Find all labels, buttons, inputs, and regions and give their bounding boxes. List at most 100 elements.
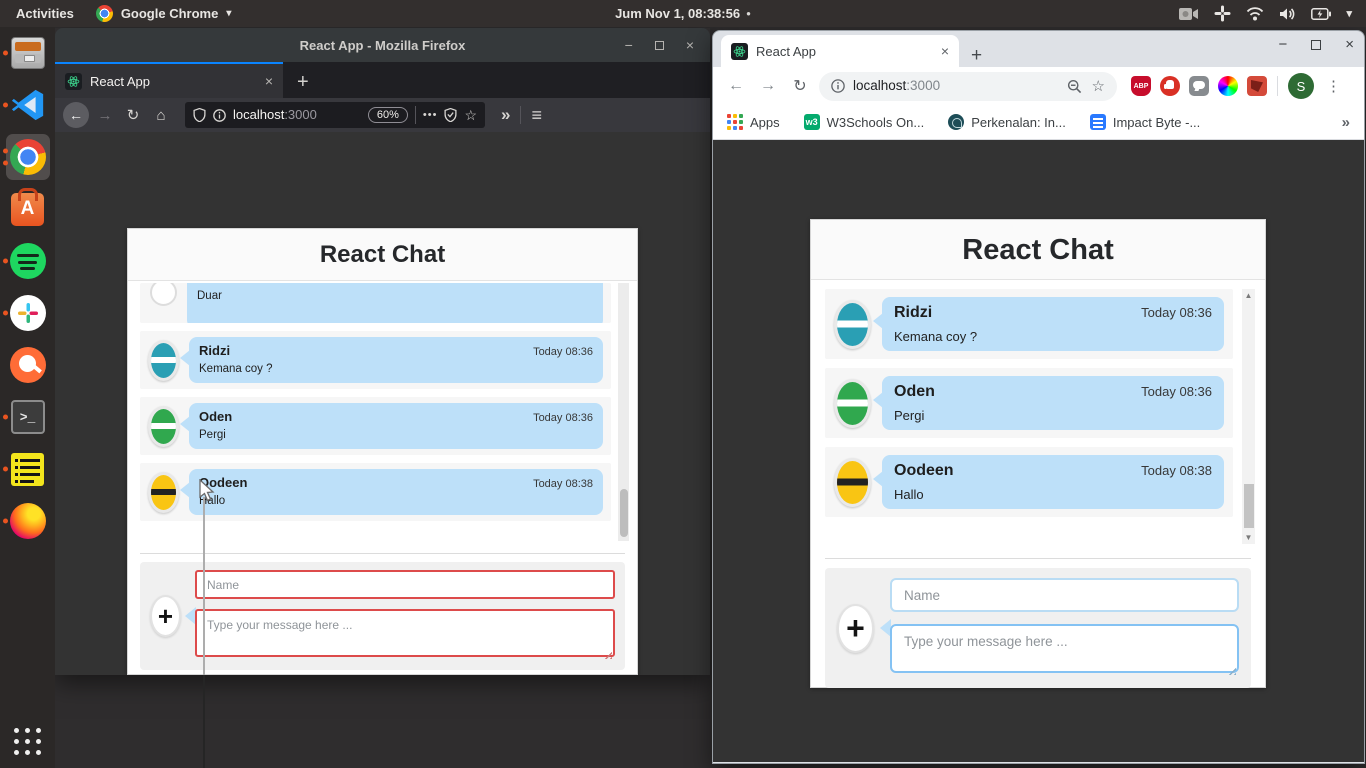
wifi-icon[interactable] (1246, 7, 1264, 21)
sender-name: Ridzi (199, 343, 230, 358)
profile-avatar[interactable]: S (1288, 73, 1314, 99)
bookmark-impact-byte[interactable]: Impact Byte -... (1090, 114, 1200, 130)
message-list[interactable]: RidziToday 08:36 Kemana coy ? OdenToday … (811, 280, 1265, 553)
firefox-titlebar[interactable]: React App - Mozilla Firefox − × (55, 28, 710, 62)
screen-record-icon[interactable] (1179, 7, 1199, 21)
forward-button[interactable]: → (93, 107, 117, 124)
scroll-down-icon[interactable]: ▼ (1242, 533, 1255, 542)
maximize-button[interactable] (655, 41, 664, 50)
url-bar[interactable]: localhost:3000 ☆ (819, 72, 1117, 101)
divider (520, 106, 521, 124)
line-extension-icon[interactable] (1189, 76, 1209, 96)
slack-tray-icon[interactable] (1214, 5, 1231, 22)
site-info-icon[interactable] (213, 109, 226, 122)
dock-item-ubuntu-software[interactable]: A (0, 183, 55, 235)
dock-item-slack[interactable] (0, 287, 55, 339)
tab-react-app[interactable]: React App × (55, 62, 283, 98)
avatar-stripe (837, 479, 868, 486)
message-row-partial: Duar (140, 283, 611, 323)
avatar (148, 406, 179, 447)
avatar (834, 458, 871, 507)
tab-close-button[interactable]: × (265, 73, 273, 89)
running-dot (3, 161, 8, 166)
zoom-level-badge[interactable]: 60% (368, 107, 408, 123)
new-tab-button[interactable]: + (283, 66, 323, 98)
react-chat-card: React Chat RidziToday 08:36 Kemana coy ?… (810, 219, 1266, 688)
bookmark-apps[interactable]: Apps (727, 114, 780, 130)
dock-item-firefox[interactable] (0, 495, 55, 547)
avatar-stripe (837, 400, 868, 407)
message-input[interactable] (195, 609, 615, 657)
overflow-menu-icon[interactable]: » (501, 105, 510, 125)
battery-icon[interactable] (1311, 8, 1331, 20)
bookmarks-overflow-icon[interactable]: » (1342, 114, 1350, 131)
ubuntu-top-bar: Activities Google Chrome ▾ Jum Nov 1, 08… (0, 0, 1366, 27)
site-info-icon[interactable] (831, 79, 845, 93)
timestamp: Today 08:36 (533, 346, 593, 358)
avatar (834, 379, 871, 428)
red-extension-icon[interactable] (1247, 76, 1267, 96)
scrollbar[interactable]: ▲ ▼ (1242, 289, 1255, 544)
url-bar[interactable]: localhost:3000 60% ••• ☆ (185, 102, 485, 128)
dock-item-vscode[interactable] (0, 79, 55, 131)
bookmark-star-icon[interactable]: ☆ (464, 107, 477, 124)
page-actions-icon[interactable]: ••• (423, 109, 438, 121)
name-input[interactable] (890, 578, 1239, 612)
tab-close-button[interactable]: × (941, 43, 949, 59)
hamburger-menu-icon[interactable]: ≡ (531, 105, 542, 126)
tab-react-app[interactable]: React App × (721, 35, 959, 67)
activities-button[interactable]: Activities (16, 6, 74, 21)
scrollbar[interactable] (618, 283, 629, 541)
close-button[interactable]: × (686, 38, 694, 52)
volume-icon[interactable] (1279, 7, 1296, 21)
shield-icon[interactable] (193, 108, 206, 122)
dock-item-notes[interactable] (0, 443, 55, 495)
kebab-menu-icon[interactable]: ⋮ (1320, 77, 1347, 95)
bookmark-star-icon[interactable]: ☆ (1092, 77, 1105, 95)
running-dot (3, 148, 8, 153)
focused-app-menu[interactable]: Google Chrome ▾ (96, 5, 232, 22)
chrome-toolbar: ← → ↻ localhost:3000 ☆ ABP S ⋮ (713, 67, 1364, 105)
add-message-button[interactable]: + (150, 595, 181, 637)
close-button[interactable]: × (1345, 39, 1354, 51)
avatar-stripe (151, 489, 176, 495)
scrollbar-thumb[interactable] (620, 489, 628, 537)
reload-button[interactable]: ↻ (121, 106, 145, 124)
home-button[interactable]: ⌂ (149, 107, 173, 124)
dock-item-chrome[interactable] (0, 131, 55, 183)
window-title: React App - Mozilla Firefox (55, 38, 710, 53)
reload-button[interactable]: ↻ (787, 76, 813, 96)
clock[interactable]: Jum Nov 1, 08:38:56● (615, 6, 751, 21)
new-message-form: + (825, 568, 1251, 688)
message-input[interactable] (890, 624, 1239, 673)
minimize-button[interactable]: − (625, 38, 633, 52)
protections-icon[interactable] (444, 108, 457, 122)
dock-item-files[interactable] (0, 27, 55, 79)
system-menu-caret[interactable]: ▾ (1346, 7, 1352, 20)
drag-artifact-line (203, 497, 205, 675)
hand-extension-icon[interactable] (1160, 76, 1180, 96)
sender-name: Oden (894, 383, 935, 401)
scrollbar-thumb[interactable] (1244, 484, 1254, 528)
adblock-plus-extension-icon[interactable]: ABP (1131, 76, 1151, 96)
dock-item-spotify[interactable] (0, 235, 55, 287)
forward-button[interactable]: → (755, 77, 781, 95)
color-wheel-extension-icon[interactable] (1218, 76, 1238, 96)
new-tab-button[interactable]: + (959, 45, 994, 67)
bookmark-w3schools[interactable]: w3 W3Schools On... (804, 114, 925, 130)
message-text: Pergi (199, 429, 593, 441)
dock-item-terminal[interactable]: >_ (0, 391, 55, 443)
back-button[interactable]: ← (63, 102, 89, 128)
zoom-icon[interactable] (1067, 79, 1082, 94)
show-applications-button[interactable] (14, 728, 42, 756)
bookmark-perkenalan[interactable]: Perkenalan: In... (948, 114, 1066, 130)
minimize-button[interactable]: − (1278, 39, 1287, 51)
name-input[interactable] (195, 570, 615, 599)
add-message-button[interactable]: + (837, 604, 874, 653)
timestamp: Today 08:36 (1141, 305, 1212, 320)
scroll-up-icon[interactable]: ▲ (1242, 291, 1255, 300)
dock-item-postman[interactable] (0, 339, 55, 391)
maximize-button[interactable] (1311, 40, 1321, 50)
back-button[interactable]: ← (723, 77, 749, 95)
url-text: localhost:3000 (233, 106, 317, 124)
